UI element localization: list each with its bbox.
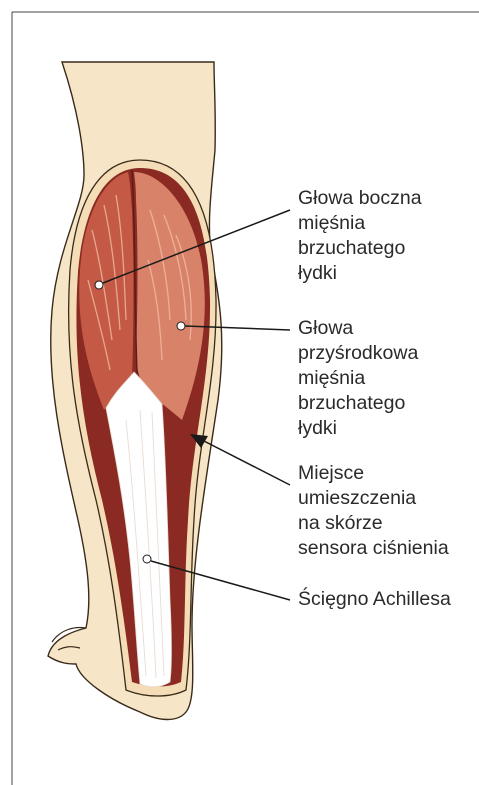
medial-head-label-line: mięśnia xyxy=(298,366,418,391)
achilles-label: Ścięgno Achillesa xyxy=(298,587,451,612)
lateral-head-label-line: Głowa boczna xyxy=(298,186,422,211)
medial-head-label-line: Głowa xyxy=(298,316,418,341)
lateral-head-dot xyxy=(95,281,103,289)
lateral-head-label: Głowa boczna mięśnia brzuchatego łydki xyxy=(298,186,422,286)
sensor-site-label-line: sensora ciśnienia xyxy=(298,536,449,561)
achilles-dot xyxy=(143,555,151,563)
lateral-head-label-line: mięśnia xyxy=(298,211,422,236)
sensor-site-label-line: Miejsce xyxy=(298,461,449,486)
medial-head-label-line: przyśrodkowa xyxy=(298,341,418,366)
sensor-site-label: Miejsce umieszczenia na skórze sensora c… xyxy=(298,461,449,561)
medial-head-label-line: brzuchatego xyxy=(298,391,418,416)
medial-head-dot xyxy=(177,322,185,330)
sensor-site-label-line: na skórze xyxy=(298,511,449,536)
lateral-head-label-line: łydki xyxy=(298,261,422,286)
sensor-site-label-line: umieszczenia xyxy=(298,486,449,511)
achilles-label-line: Ścięgno Achillesa xyxy=(298,587,451,612)
lateral-head-label-line: brzuchatego xyxy=(298,236,422,261)
sensor-pointer xyxy=(202,440,290,485)
medial-head-label: Głowa przyśrodkowa mięśnia brzuchatego ł… xyxy=(298,316,418,441)
medial-head-label-line: łydki xyxy=(298,416,418,441)
